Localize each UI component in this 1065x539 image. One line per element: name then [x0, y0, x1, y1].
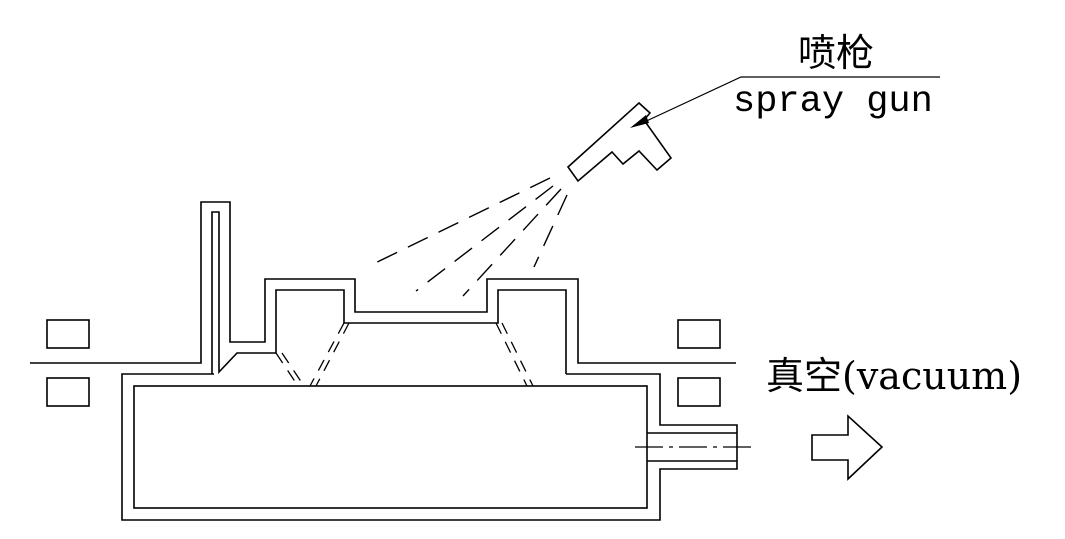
channel-right: [495, 322, 534, 387]
leader-arrowhead-icon: [630, 115, 649, 128]
heater-block: [677, 377, 721, 407]
outlet-pipe-inner: [647, 432, 737, 462]
spray-line: [366, 177, 551, 268]
heater-block: [46, 377, 90, 407]
spray-gun-label-en: spray gun: [733, 81, 933, 123]
spray-gun-leader: [630, 76, 940, 128]
channel-left-b: [309, 322, 350, 387]
heater-block: [677, 319, 721, 349]
vacuum-label: 真空(vacuum): [766, 354, 1023, 398]
mold-cover: [30, 201, 736, 387]
channel-left-a: [275, 352, 305, 387]
vacuum-tank: [121, 373, 752, 521]
spray-gun-icon: [566, 101, 673, 183]
heater-blocks: [46, 319, 721, 407]
cover-inner-contour: [211, 211, 567, 375]
leader-line: [639, 76, 940, 125]
tank-outer-wall: [121, 373, 738, 521]
cover-outer-contour: [30, 201, 736, 364]
tank-inner-wall: [133, 385, 648, 509]
heater-block: [46, 319, 90, 349]
vacuum-arrow-icon: [811, 414, 884, 481]
spray-gun-label-cn: 喷枪: [798, 31, 875, 75]
spray-line: [415, 185, 554, 292]
spray-line: [462, 188, 562, 297]
spray-pattern: [366, 177, 568, 297]
spray-line: [533, 194, 568, 268]
